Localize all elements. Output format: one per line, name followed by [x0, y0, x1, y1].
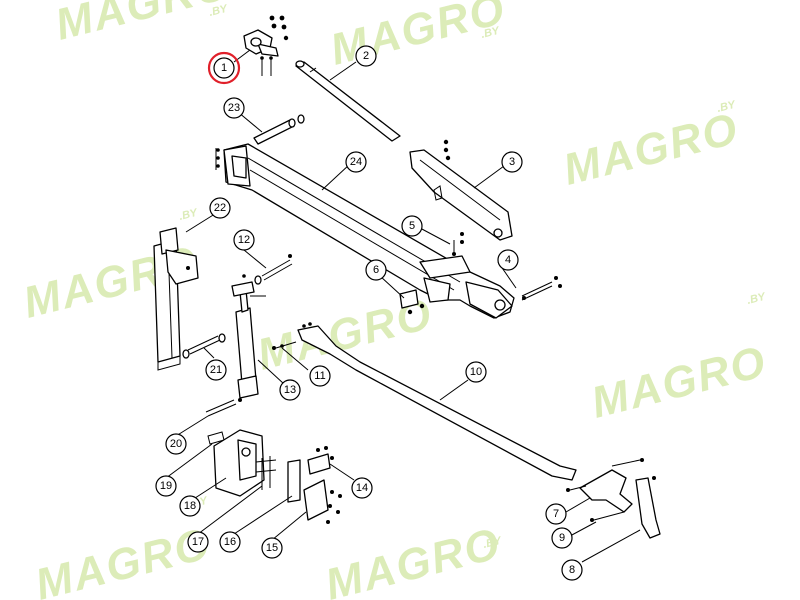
callout-label: 1 [221, 62, 227, 74]
callout-label: 6 [373, 264, 379, 276]
callout-label: 8 [569, 564, 575, 576]
callout-label: 19 [160, 480, 172, 492]
callout-18: 18 [179, 495, 201, 517]
part-18-bracket [213, 429, 277, 497]
part-20-bolt [205, 398, 242, 417]
callout-label: 3 [509, 156, 515, 168]
callout-22: 22 [209, 197, 231, 219]
part-24-main-beam [215, 143, 515, 319]
callout-4: 4 [497, 249, 519, 271]
callout-11: 11 [309, 365, 331, 387]
callout-label: 17 [192, 536, 204, 548]
callout-21: 21 [205, 359, 227, 381]
part-11-pin [272, 341, 297, 350]
callout-label: 12 [238, 234, 250, 246]
callout-label: 16 [224, 536, 236, 548]
part-23-pin [253, 114, 305, 145]
callout-label: 10 [470, 366, 482, 378]
part-22-support [153, 227, 199, 371]
callout-8: 8 [561, 559, 583, 581]
callout-13: 13 [279, 379, 301, 401]
highlight-ring [207, 51, 241, 85]
watermark-text: MAGRO [587, 337, 772, 428]
callout-label: 4 [505, 254, 511, 266]
callout-label: 7 [553, 508, 559, 520]
callout-19: 19 [155, 475, 177, 497]
callout-label: 20 [170, 438, 182, 450]
leader-lines [165, 49, 641, 563]
callout-label: 11 [314, 370, 325, 382]
part-1-bracket [243, 15, 289, 76]
callout-label: 23 [228, 102, 240, 114]
callout-12: 12 [233, 229, 255, 251]
callout-3: 3 [501, 151, 523, 173]
part-16-plate [287, 459, 301, 503]
callout-label: 9 [559, 532, 565, 544]
callout-label: 2 [363, 50, 369, 62]
callout-1: 1 [207, 51, 241, 85]
part-17-studs [261, 456, 271, 490]
watermark-suffix: .BY [178, 206, 200, 222]
callout-20: 20 [165, 433, 187, 455]
watermark-suffix: .BY [480, 24, 502, 40]
callout-6: 6 [365, 259, 387, 281]
watermark-suffix: .BY [716, 98, 738, 114]
part-3-bracket-arm [409, 139, 513, 241]
part-13-cylinder [231, 274, 266, 399]
watermark-text: MAGRO [559, 104, 744, 195]
watermark-suffix: .BY [746, 290, 768, 306]
callout-label: 13 [284, 384, 296, 396]
watermark-text: MAGRO [321, 519, 506, 600]
part-12-pin [254, 254, 293, 285]
callout-7: 7 [545, 503, 567, 525]
part-5-fasteners [452, 232, 464, 256]
part-9-bolt [590, 511, 625, 522]
callout-label: 5 [409, 220, 415, 232]
part-14-clamp [307, 446, 334, 475]
watermark-suffix: .BY [482, 534, 504, 550]
part-2-tube [295, 60, 401, 142]
part-6-clamp [399, 289, 425, 315]
part-8-lever [635, 476, 661, 539]
part-21-pin [182, 333, 226, 359]
callout-14: 14 [351, 477, 373, 499]
part-7-linkage [566, 458, 644, 513]
watermark-suffix: .BY [208, 2, 230, 18]
callout-17: 17 [187, 531, 209, 553]
part-4-pin [521, 276, 562, 301]
callout-label: 15 [266, 542, 278, 554]
callout-9: 9 [551, 527, 573, 549]
callout-5: 5 [401, 215, 423, 237]
callout-15: 15 [261, 537, 283, 559]
callout-label: 22 [214, 202, 226, 214]
callout-10: 10 [465, 361, 487, 383]
watermark-layer: MAGRO .BY MAGRO .BY MAGRO .BY MAGRO .BY … [19, 0, 772, 600]
callout-label: 24 [350, 156, 362, 168]
callout-16: 16 [219, 531, 241, 553]
callout-label: 14 [356, 482, 368, 494]
callout-23: 23 [223, 97, 245, 119]
callout-label: 18 [184, 500, 196, 512]
part-10-rod [297, 322, 577, 481]
callout-label: 21 [210, 364, 222, 376]
part-15-plate [303, 479, 342, 524]
callout-24: 24 [345, 151, 367, 173]
callout-2: 2 [355, 45, 377, 67]
watermark-text: MAGRO [31, 519, 216, 600]
